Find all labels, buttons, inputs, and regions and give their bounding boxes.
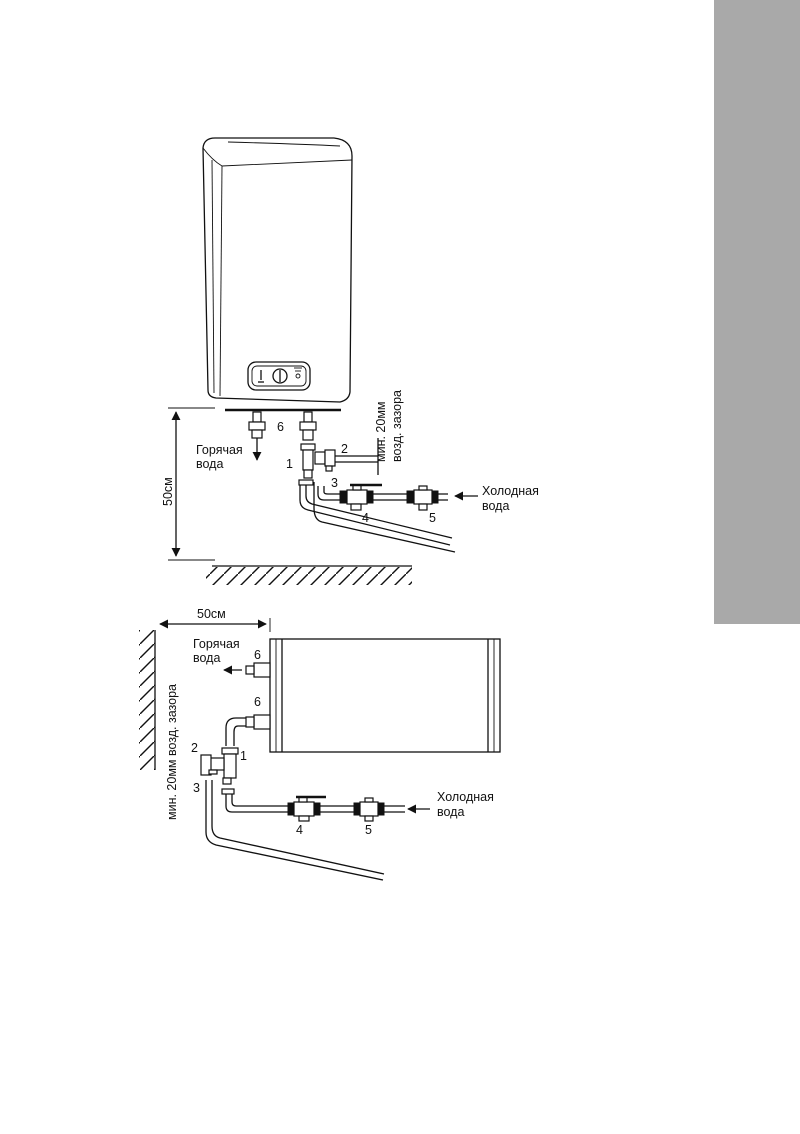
vertical-heater-tank [202, 137, 353, 403]
vertical-control-panel [247, 361, 311, 391]
horizontal-part-4-label: 4 [296, 823, 303, 837]
vertical-hot-water-label: Горячая [196, 443, 243, 457]
horizontal-part-2-label: 2 [191, 741, 198, 755]
vertical-distance-label: 50см [161, 477, 175, 506]
vertical-distance-dimension [168, 407, 215, 561]
vertical-cold-inlet [298, 411, 478, 553]
vertical-hot-water-label-2: вода [196, 457, 223, 471]
horizontal-hot-water-label-2: вода [193, 651, 220, 665]
vertical-part-5-label: 5 [429, 511, 436, 525]
horizontal-part-3-label: 3 [193, 781, 200, 795]
horizontal-wall [139, 630, 156, 770]
vertical-part-2-label: 2 [341, 442, 348, 456]
horizontal-gap-label: мин. 20мм возд. зазора [165, 684, 179, 820]
horizontal-part-1-label: 1 [240, 749, 247, 763]
horizontal-cold-water-label: Холодная [437, 790, 494, 804]
horizontal-hot-water-label: Горячая [193, 637, 240, 651]
horizontal-distance-dimension [159, 618, 271, 632]
horizontal-part-6-top-label: 6 [254, 648, 261, 662]
vertical-part-3-label: 3 [331, 476, 338, 490]
vertical-part-4-label: 4 [362, 511, 369, 525]
vertical-floor [206, 565, 412, 585]
vertical-installation: 6 Горячая вода 1 2 3 4 5 Холодная вода 5… [161, 137, 539, 585]
horizontal-part-5-label: 5 [365, 823, 372, 837]
vertical-gap-label: мин. 20мм [374, 401, 388, 462]
side-tab [714, 0, 800, 624]
vertical-gap-label-2: возд. зазора [390, 390, 404, 462]
horizontal-heater-tank [269, 638, 501, 753]
horizontal-cold-water-label-2: вода [437, 805, 464, 819]
vertical-part-6-label: 6 [277, 420, 284, 434]
horizontal-part-6-bottom-label: 6 [254, 695, 261, 709]
horizontal-installation: 50см Горячая вода 6 6 2 1 3 4 5 Холодная… [139, 607, 501, 881]
vertical-part-1-label: 1 [286, 457, 293, 471]
horizontal-distance-label: 50см [197, 607, 226, 621]
horizontal-hot-outlet [223, 662, 271, 678]
vertical-cold-water-label: Холодная [482, 484, 539, 498]
horizontal-cold-inlet [200, 714, 430, 881]
vertical-cold-water-label-2: вода [482, 499, 509, 513]
vertical-hot-outlet [248, 411, 266, 461]
